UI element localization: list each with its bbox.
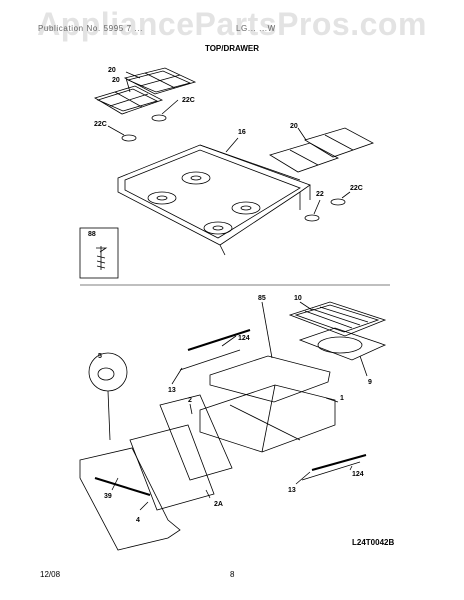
cooktop-16 xyxy=(117,144,311,256)
footer-date: 12/08 xyxy=(40,570,61,579)
burner-cap-22c-c xyxy=(330,198,346,206)
label-16: 16 xyxy=(238,129,246,136)
rail-124-top xyxy=(187,329,251,351)
label-10: 10 xyxy=(294,295,302,302)
model-header: LG... ...W xyxy=(236,24,276,33)
label-13-b: 13 xyxy=(288,487,296,494)
watermark: AppliancePartsPros.com xyxy=(37,6,427,42)
label-20-c: 20 xyxy=(290,123,298,130)
label-5: 5 xyxy=(98,353,102,360)
screw-88-box xyxy=(79,227,119,279)
broiler-pan-10 xyxy=(288,301,387,337)
knob-5-circle xyxy=(88,352,128,392)
diagram-code: L24T0042B xyxy=(352,538,395,547)
label-22c-b: 22C xyxy=(94,121,107,128)
section-title: TOP/DRAWER xyxy=(204,44,260,53)
burner-cap-22c-b xyxy=(121,134,137,142)
label-20-b: 20 xyxy=(112,77,120,84)
label-2: 2 xyxy=(188,397,192,404)
grate-left-lower xyxy=(94,85,164,115)
label-22: 22 xyxy=(316,191,324,198)
label-39: 39 xyxy=(104,493,112,500)
label-88: 88 xyxy=(88,231,96,238)
drawer-side-2 xyxy=(159,394,233,481)
label-4: 4 xyxy=(136,517,140,524)
rail-124-bottom xyxy=(311,454,367,471)
drawer-front-39 xyxy=(79,447,181,551)
label-22c-c: 22C xyxy=(350,185,363,192)
broiler-pan-9 xyxy=(298,327,387,361)
label-9: 9 xyxy=(368,379,372,386)
label-20-a: 20 xyxy=(108,67,116,74)
footer-page: 8 xyxy=(230,570,235,579)
drawer-2a xyxy=(129,424,215,511)
label-13-a: 13 xyxy=(168,387,176,394)
burner-cap-22c-a xyxy=(151,114,167,122)
drawer-body-1 xyxy=(199,355,336,453)
label-1: 1 xyxy=(340,395,344,402)
grate-left-upper xyxy=(123,67,197,95)
publication-header: Publication No. 5995 7 ... xyxy=(38,24,143,33)
burner-cap-22 xyxy=(304,214,320,222)
label-124-a: 124 xyxy=(238,335,250,342)
label-85: 85 xyxy=(258,295,266,302)
label-124-b: 124 xyxy=(352,471,364,478)
grate-right xyxy=(269,127,374,173)
label-22c-a: 22C xyxy=(182,97,195,104)
label-2a: 2A xyxy=(214,501,223,508)
